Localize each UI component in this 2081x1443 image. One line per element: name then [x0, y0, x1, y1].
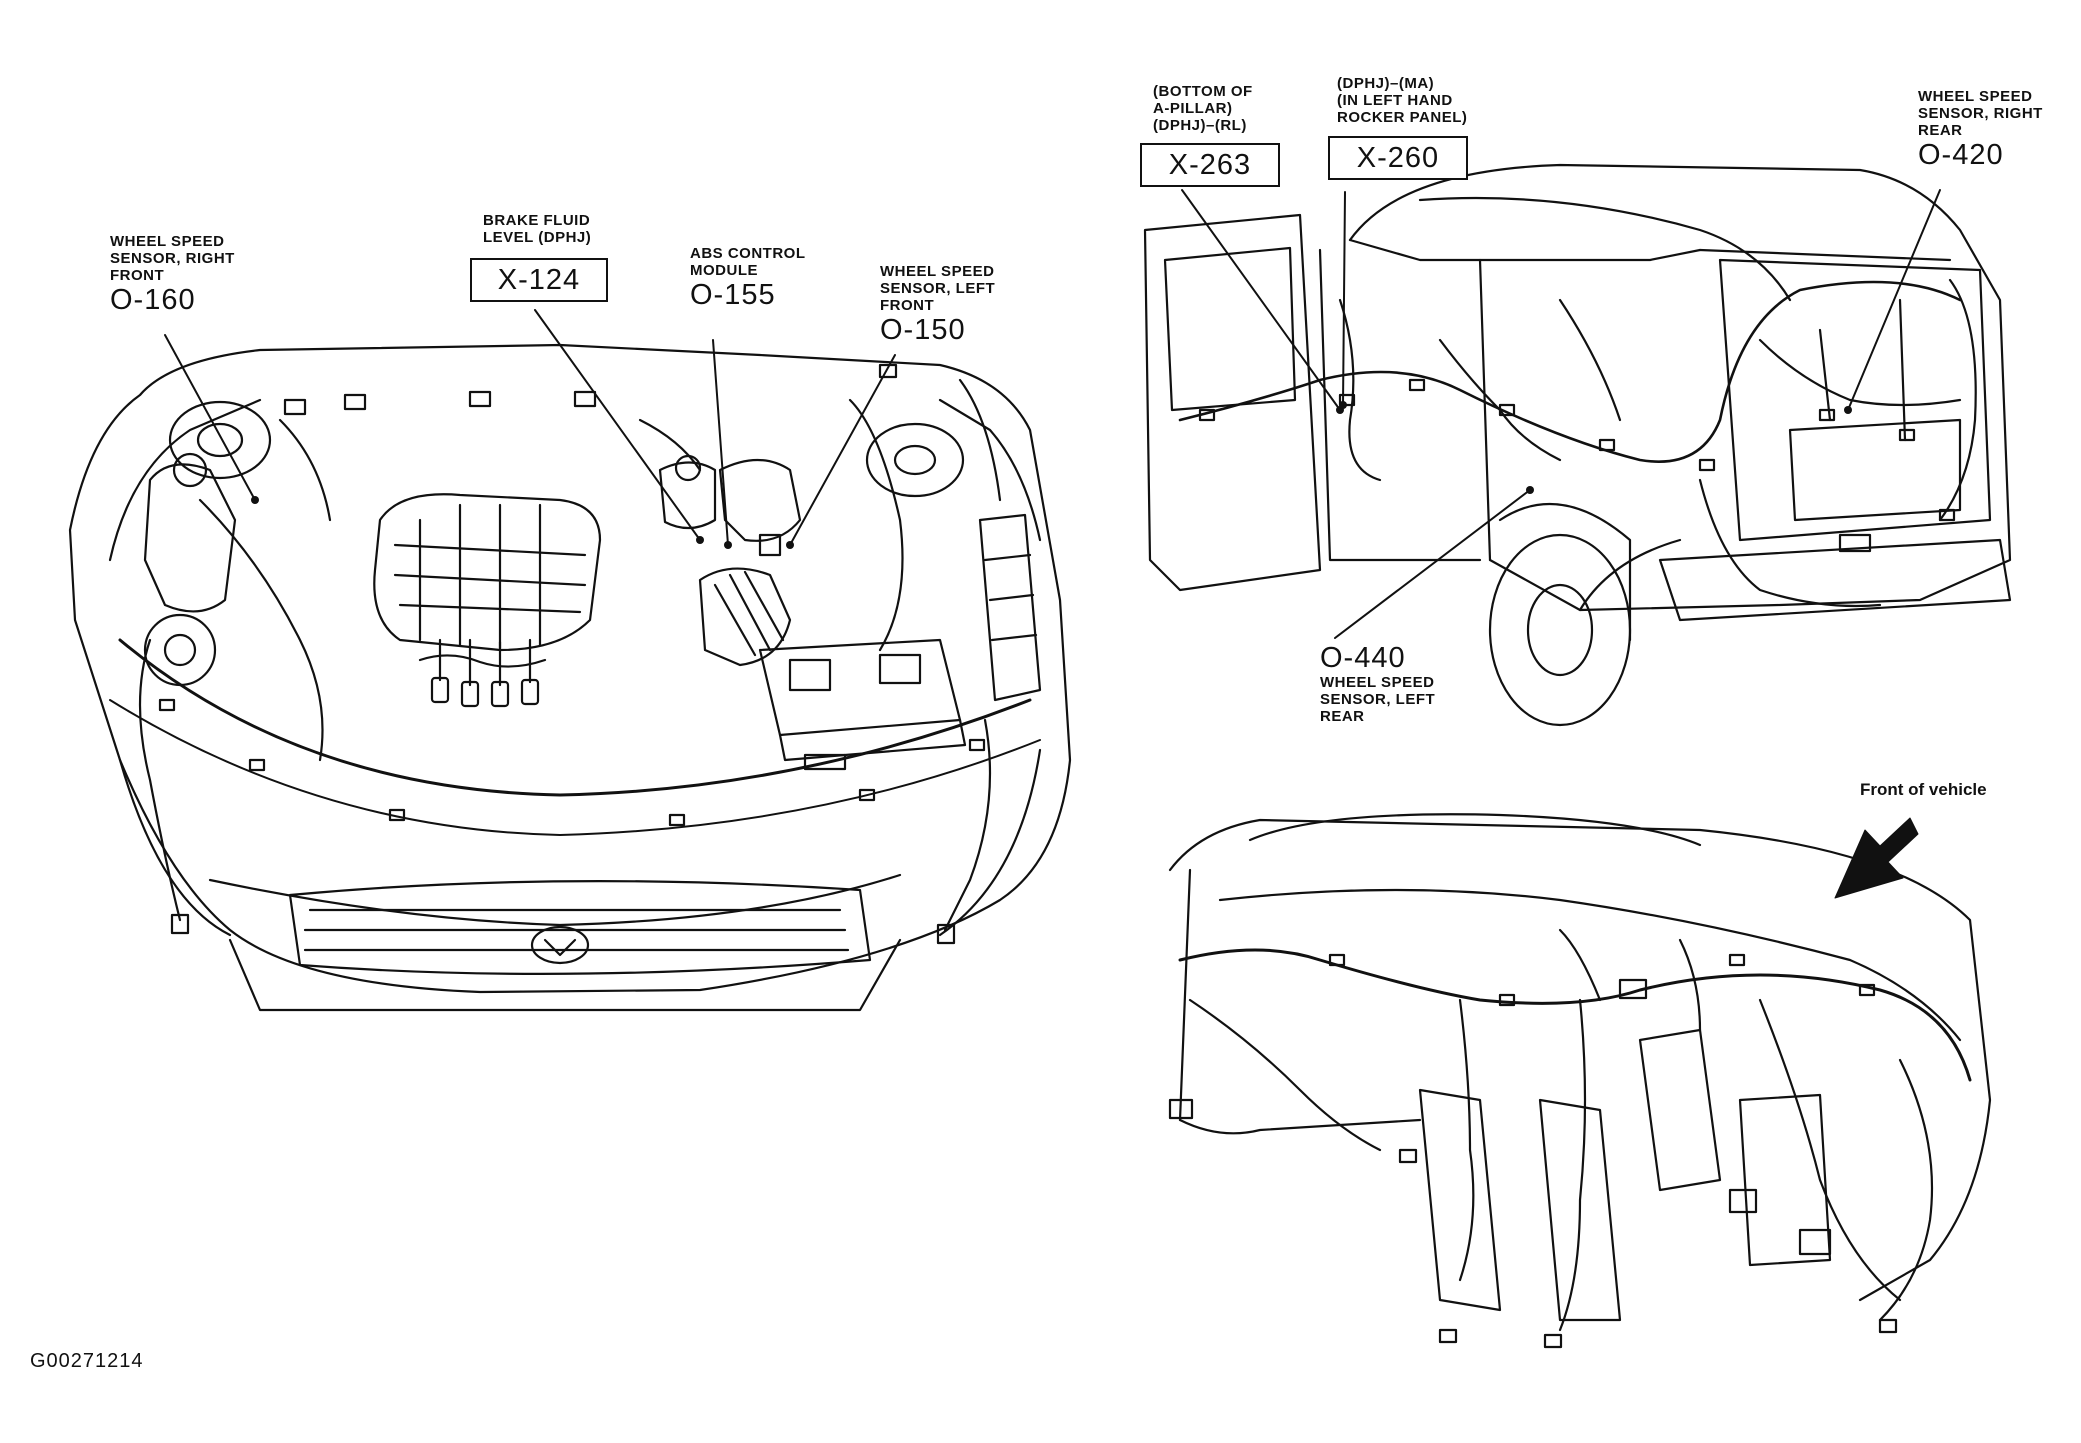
callout-x-124-label: BRAKE FLUID LEVEL (DPHJ) [483, 212, 592, 246]
callout-x-260-label: (DPHJ)–(MA) (IN LEFT HAND ROCKER PANEL) [1337, 75, 1468, 126]
callout-x-263-label: (BOTTOM OF A-PILLAR) (DPHJ)–(RL) [1153, 83, 1253, 134]
callout-x-260: (DPHJ)–(MA) (IN LEFT HAND ROCKER PANEL) [1337, 75, 1467, 126]
callout-o-440-code: O-440 [1320, 642, 1406, 674]
callout-o-150: WHEEL SPEED SENSOR, LEFT FRONT O-150 [880, 263, 995, 346]
callout-x-124: BRAKE FLUID LEVEL (DPHJ) [483, 212, 591, 246]
front-of-vehicle-arrow [1834, 817, 1919, 899]
callout-o-420: WHEEL SPEED SENSOR, RIGHT REAR O-420 [1918, 88, 2043, 171]
callout-o-160: WHEEL SPEED SENSOR, RIGHT FRONT O-160 [110, 233, 235, 316]
rear-body-illustration [1143, 163, 2012, 727]
callout-o-150-label: WHEEL SPEED SENSOR, LEFT FRONT [880, 263, 996, 314]
front-of-vehicle-label: Front of vehicle [1860, 780, 1987, 799]
callout-o-160-code: O-160 [110, 284, 196, 316]
callout-x-124-code: X-124 [470, 258, 608, 302]
figure-id: G00271214 [30, 1350, 144, 1372]
callout-o-160-label: WHEEL SPEED SENSOR, RIGHT FRONT [110, 233, 235, 284]
instrument-panel-illustration [1168, 813, 1992, 1349]
callout-x-263-code: X-263 [1140, 143, 1280, 187]
callout-o-440-label: WHEEL SPEED SENSOR, LEFT REAR [1320, 674, 1436, 725]
callout-o-440: O-440 WHEEL SPEED SENSOR, LEFT REAR [1320, 642, 1435, 725]
callout-o-155-code: O-155 [690, 279, 776, 311]
callout-o-155-label: ABS CONTROL MODULE [690, 245, 806, 279]
leader-lines [164, 189, 1941, 639]
callout-o-150-code: O-150 [880, 314, 966, 346]
callout-x-263: (BOTTOM OF A-PILLAR) (DPHJ)–(RL) [1153, 83, 1253, 134]
callout-x-260-code: X-260 [1328, 136, 1468, 180]
callout-o-155: ABS CONTROL MODULE O-155 [690, 245, 806, 311]
callout-o-420-code: O-420 [1918, 139, 2004, 171]
engine-bay-illustration [68, 343, 1072, 1012]
callout-o-420-label: WHEEL SPEED SENSOR, RIGHT REAR [1918, 88, 2043, 139]
